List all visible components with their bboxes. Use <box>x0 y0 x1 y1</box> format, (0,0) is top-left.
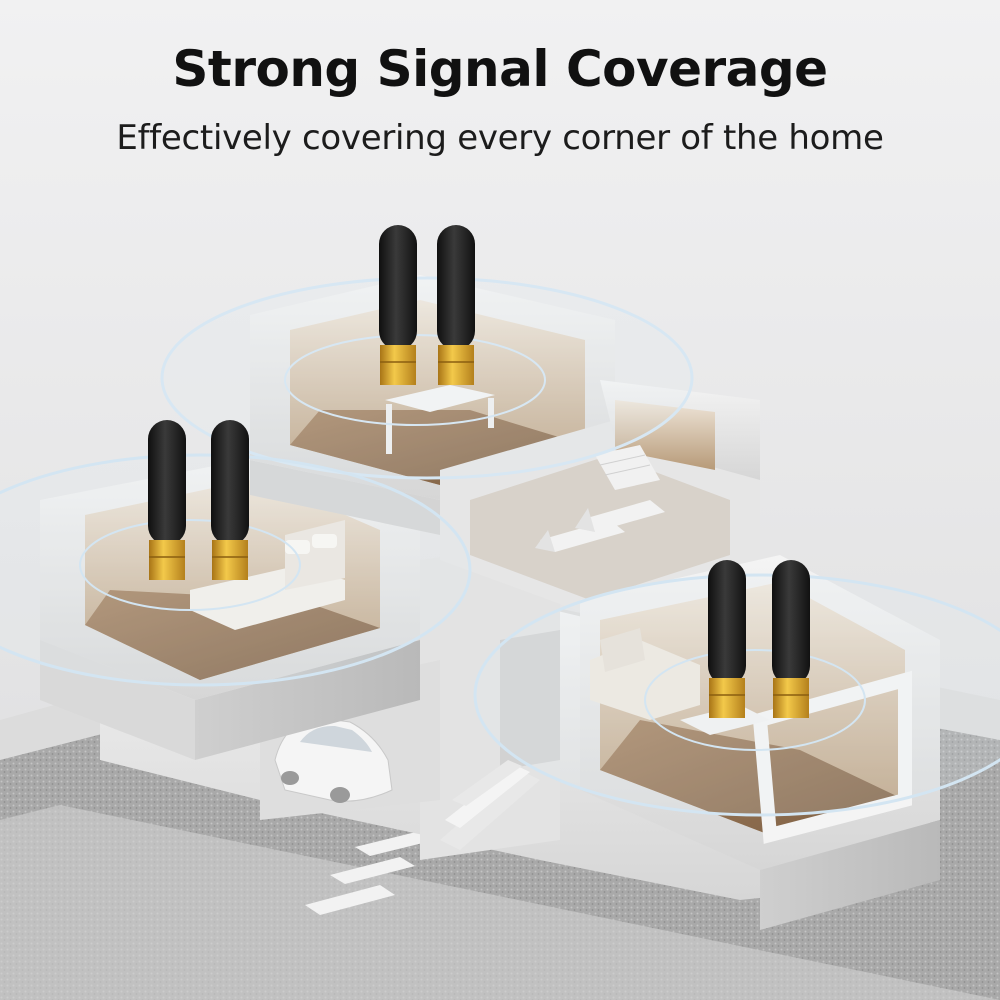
antenna-pair-top <box>379 225 475 385</box>
antenna-icon <box>211 420 249 580</box>
car <box>274 717 393 803</box>
office-module <box>250 275 615 535</box>
antenna-icon <box>772 560 810 718</box>
antenna-pair-right <box>708 560 810 718</box>
antenna-icon <box>148 420 186 580</box>
antenna-icon <box>437 225 475 385</box>
banner-subtitle: Effectively covering every corner of the… <box>116 118 884 158</box>
antenna-icon <box>708 560 746 718</box>
banner-title: Strong Signal Coverage <box>172 40 828 98</box>
living-room-module <box>580 555 940 930</box>
signal-coverage-rings <box>0 276 1000 817</box>
terrace-module <box>440 380 760 615</box>
antenna-icon <box>379 225 417 385</box>
antenna-pair-left <box>148 420 249 580</box>
